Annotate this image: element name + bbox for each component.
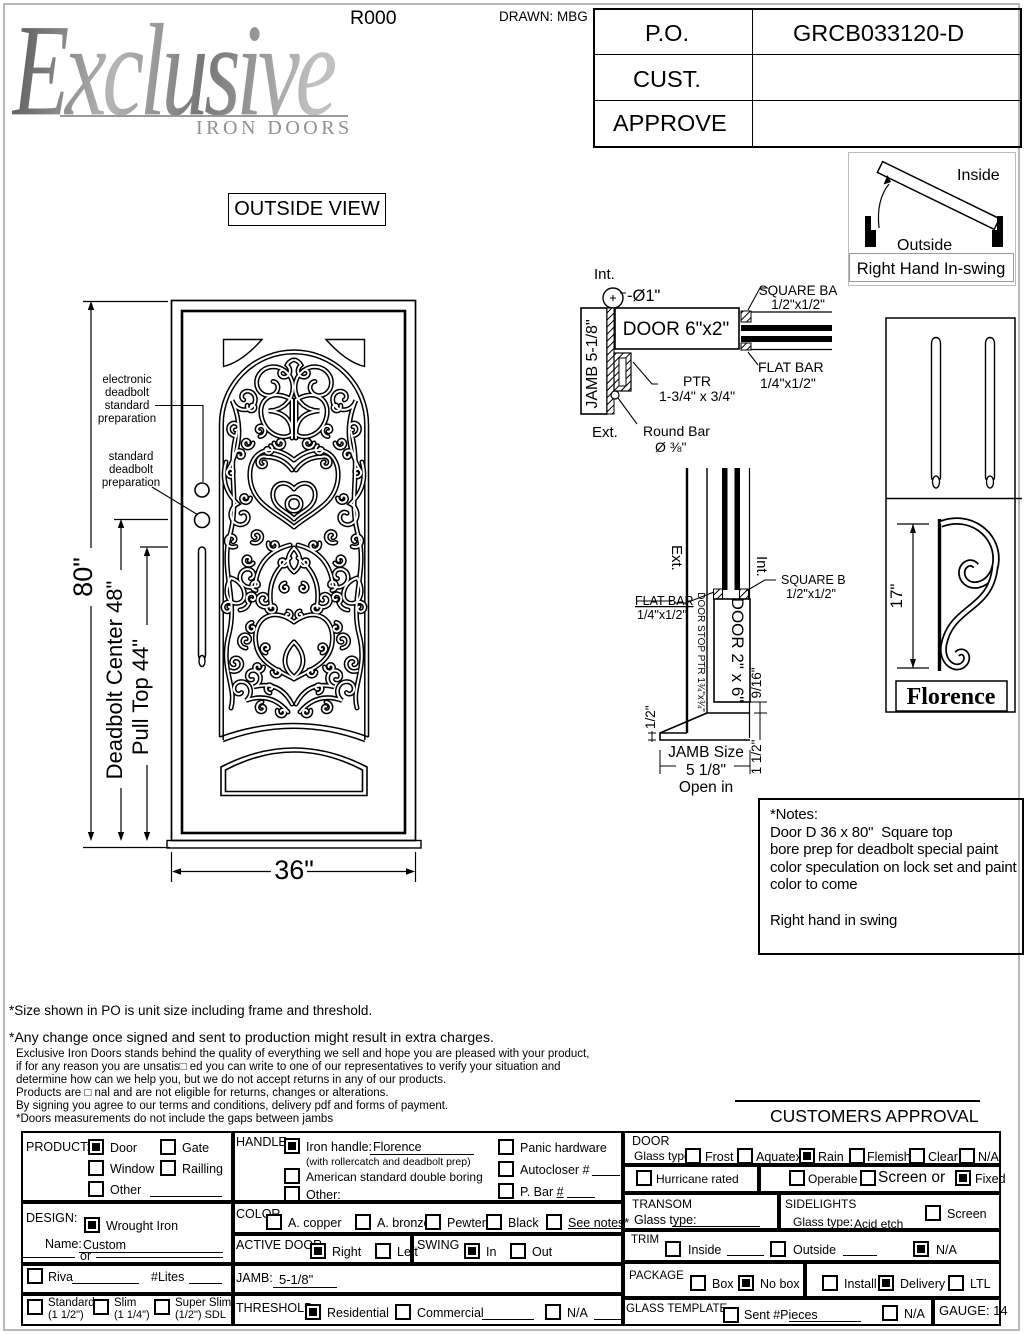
svg-text:Pull Top 44": Pull Top 44" — [128, 639, 153, 755]
svg-text:Inside: Inside — [957, 167, 1000, 184]
svg-text:Ø ⅜": Ø ⅜" — [655, 439, 686, 455]
svg-text:1/2"x1/2": 1/2"x1/2" — [786, 587, 836, 601]
svg-text:1/4"x1/2": 1/4"x1/2" — [637, 608, 687, 622]
svg-text:36": 36" — [274, 855, 314, 885]
svg-text:Florence: Florence — [907, 684, 996, 710]
svg-text:JAMB 5-1/8": JAMB 5-1/8" — [584, 319, 601, 408]
svg-text:1/2": 1/2" — [643, 705, 658, 729]
svg-text:Open in: Open in — [679, 779, 733, 796]
svg-text:Int.: Int. — [594, 266, 615, 283]
svg-text:DOOR 6"x2": DOOR 6"x2" — [623, 319, 729, 340]
svg-text:preparation: preparation — [102, 477, 160, 489]
svg-text:PTR: PTR — [683, 373, 711, 389]
svg-text:1 1/2": 1 1/2" — [749, 739, 764, 774]
svg-text:SQUARE BA: SQUARE BA — [759, 283, 838, 298]
svg-text:1/2"x1/2": 1/2"x1/2" — [771, 297, 825, 312]
svg-text:Round Bar: Round Bar — [643, 423, 710, 439]
svg-text:Ext.: Ext. — [592, 424, 618, 441]
svg-text:9/16": 9/16" — [749, 667, 764, 698]
svg-text:preparation: preparation — [98, 413, 156, 425]
svg-text:FLAT BAR: FLAT BAR — [635, 594, 694, 608]
svg-text:5 1/8": 5 1/8" — [686, 762, 726, 779]
svg-text:80": 80" — [68, 557, 98, 597]
svg-text:standard: standard — [109, 451, 154, 463]
svg-text:1/4"x1/2": 1/4"x1/2" — [760, 375, 816, 391]
svg-text:standard: standard — [105, 400, 150, 412]
svg-text:Int.: Int. — [753, 556, 770, 577]
svg-text:-Ø1": -Ø1" — [627, 287, 661, 305]
svg-text:JAMB Size: JAMB Size — [668, 744, 744, 761]
svg-text:Right Hand In-swing: Right Hand In-swing — [857, 260, 1006, 278]
svg-text:deadbolt: deadbolt — [105, 387, 150, 399]
svg-text:17": 17" — [887, 584, 906, 609]
svg-text:Deadbolt Center 48": Deadbolt Center 48" — [102, 581, 127, 780]
svg-text:1-3/4" x 3/4": 1-3/4" x 3/4" — [659, 388, 735, 404]
svg-text:Outside: Outside — [897, 237, 952, 254]
svg-text:deadbolt: deadbolt — [109, 464, 154, 476]
svg-text:FLAT BAR: FLAT BAR — [758, 359, 824, 375]
svg-text:DOOR 2" x 6": DOOR 2" x 6" — [728, 598, 747, 703]
svg-text:DOOR STOP PTR 1¾"x¾": DOOR STOP PTR 1¾"x¾" — [695, 592, 706, 712]
svg-text:electronic: electronic — [102, 374, 151, 386]
svg-text:SQUARE B: SQUARE B — [781, 573, 846, 587]
svg-text:Ext.: Ext. — [668, 545, 685, 571]
